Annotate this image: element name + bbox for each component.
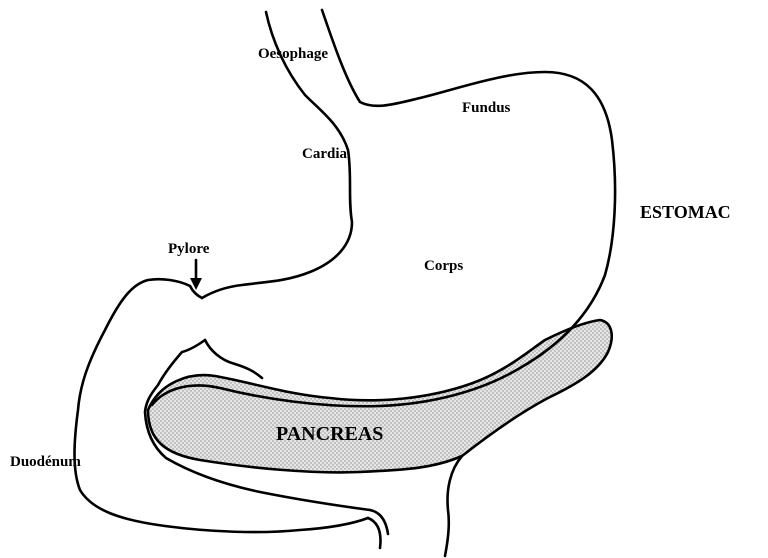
- label-corps: Corps: [424, 258, 463, 274]
- label-duodenum: Duodénum: [10, 454, 81, 470]
- label-fundus: Fundus: [462, 100, 511, 116]
- label-oesophage: Oesophage: [258, 46, 328, 62]
- label-pylore: Pylore: [168, 241, 210, 257]
- label-pancreas: PANCREAS: [276, 423, 383, 445]
- label-cardia: Cardia: [302, 146, 348, 162]
- label-estomac: ESTOMAC: [640, 202, 731, 222]
- pyloric-inner-bump: [205, 340, 262, 378]
- jejunum-line: [445, 456, 462, 556]
- duodenal-flexure-left: [368, 518, 381, 548]
- pancreas-shape: [148, 320, 612, 472]
